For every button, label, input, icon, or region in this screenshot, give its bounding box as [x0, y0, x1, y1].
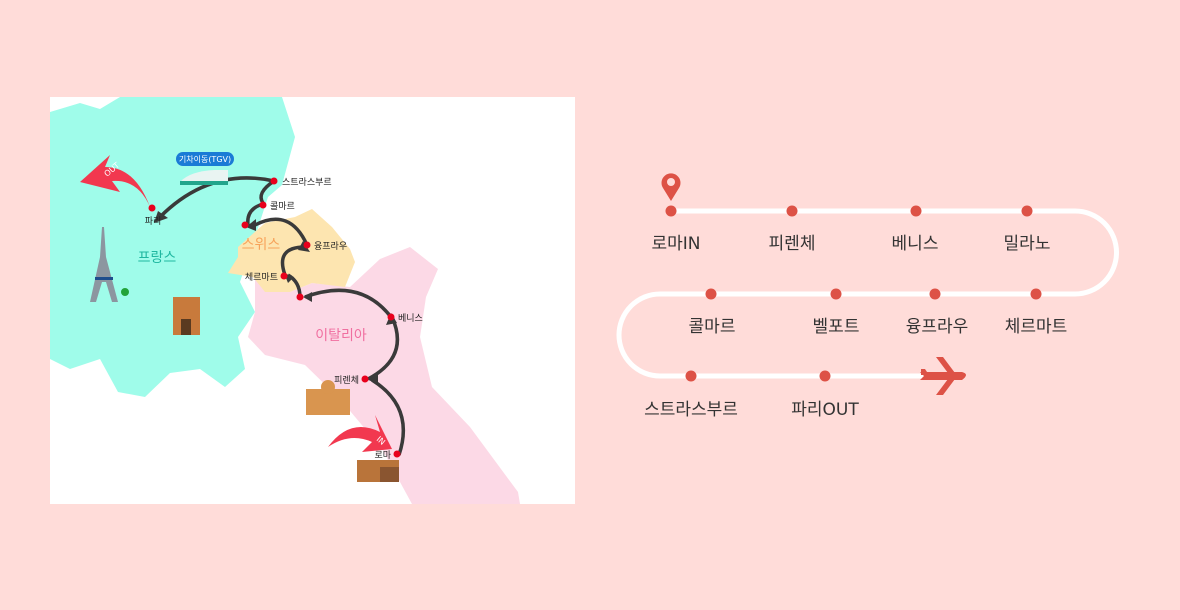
- airplane-icon: [920, 357, 966, 395]
- city-strasbourg: 스트라스부르: [282, 177, 332, 188]
- city-florence: 피렌체: [334, 375, 359, 386]
- stop-label: 베니스: [891, 234, 939, 254]
- stop-label: 콜마르: [688, 317, 736, 337]
- city-jungfrau: 융프라우: [314, 241, 347, 252]
- stop-label: 로마IN: [651, 234, 701, 254]
- city-dots: [148, 177, 401, 458]
- stop-label: 융프라우: [905, 317, 969, 337]
- stop-label: 스트라스부르: [644, 400, 738, 420]
- stop-label: 밀라노: [1003, 234, 1051, 254]
- stop-label: 체르마트: [1004, 317, 1068, 337]
- country-italy: 이탈리아: [315, 328, 367, 344]
- notre-dame-icon: [173, 297, 200, 335]
- route-stop-dots: [665, 205, 1042, 382]
- tgv-badge-label: 기차이동(TGV): [179, 154, 231, 164]
- tgv-badge: [176, 152, 234, 166]
- eiffel-tower-icon: [90, 227, 129, 302]
- duomo-icon: [306, 380, 350, 415]
- italy-region: [248, 247, 520, 504]
- country-swiss: 스위스: [242, 237, 281, 253]
- map-graphic: OUT IN 기차이동(TGV): [50, 97, 520, 504]
- route-map: OUT IN 기차이동(TGV): [50, 97, 575, 504]
- city-zermatt: 체르마트: [245, 272, 278, 283]
- location-pin-icon: [661, 173, 681, 201]
- out-arrow: [80, 155, 150, 207]
- stop-label: 피렌체: [768, 234, 816, 254]
- stop-label: 파리OUT: [791, 400, 859, 420]
- stop-label: 벨포트: [812, 317, 860, 337]
- city-rome: 로마: [374, 450, 391, 461]
- country-france: 프랑스: [138, 250, 177, 266]
- city-venice: 베니스: [398, 313, 423, 324]
- train-icon: [180, 170, 228, 185]
- colosseum-icon: [357, 460, 399, 482]
- route-line: [616, 208, 1119, 379]
- city-colmar: 콜마르: [270, 201, 295, 212]
- city-paris: 파리: [145, 216, 162, 227]
- in-arrow: [328, 415, 392, 452]
